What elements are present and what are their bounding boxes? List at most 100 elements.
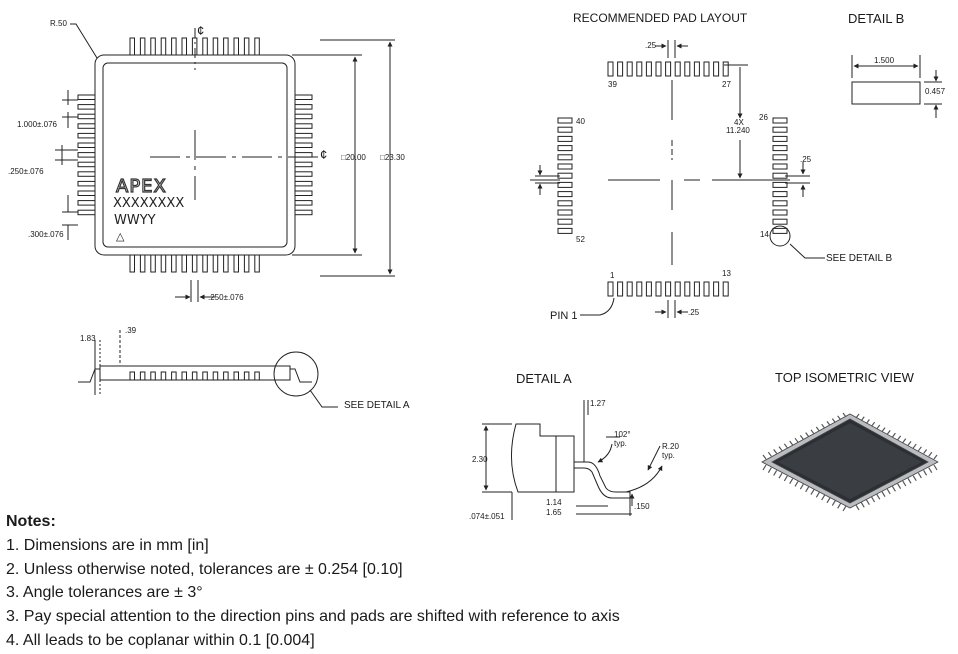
iso-lead — [907, 478, 912, 484]
package-lead — [233, 37, 239, 56]
package-lead — [294, 152, 313, 158]
isometric-chip — [761, 412, 939, 512]
package-lead — [160, 371, 167, 381]
iso-lead — [778, 472, 783, 479]
iso-lead — [876, 494, 881, 500]
package-lead — [233, 254, 239, 273]
iso-lead — [767, 467, 772, 474]
pin-52-label: 52 — [576, 235, 585, 244]
package-lead — [77, 190, 96, 196]
marking-line2: WWYY — [114, 213, 156, 228]
marking-logo: APEX — [115, 176, 167, 197]
iso-lead — [902, 480, 907, 487]
land-pad — [693, 281, 700, 297]
package-lead — [294, 142, 313, 148]
dim-thickness: .150 — [634, 502, 650, 511]
dim-side-standoff: .39 — [125, 326, 137, 335]
package-lead — [294, 180, 313, 187]
package-lead — [233, 371, 239, 381]
iso-lead — [923, 449, 928, 454]
iso-lead — [810, 489, 815, 495]
detail-a-title: DETAIL A — [516, 371, 572, 386]
iso-lead — [821, 494, 826, 501]
dim-radius-note: typ. — [662, 451, 675, 460]
land-pad — [655, 281, 662, 297]
land-pad — [557, 200, 573, 207]
iso-lead — [928, 451, 933, 457]
land-pad — [772, 227, 788, 234]
land-pad — [645, 281, 652, 297]
land-pad — [772, 126, 788, 133]
package-lead — [223, 254, 229, 273]
package-lead — [254, 371, 260, 381]
iso-lead — [876, 424, 881, 430]
package-lead — [254, 254, 260, 273]
land-pad — [557, 135, 573, 142]
iso-lead — [865, 419, 870, 424]
land-pad — [557, 163, 573, 170]
iso-lead — [805, 432, 810, 437]
note-item: 3. Pay special attention to the directio… — [6, 608, 620, 626]
dim-pitch-bottom: .25 — [688, 308, 700, 317]
package-lead — [223, 37, 229, 56]
notes-block: Notes: 1. Dimensions are in mm [in] 2. U… — [6, 510, 620, 653]
iso-lead — [831, 500, 836, 506]
iso-lead — [767, 451, 772, 457]
iso-lead — [799, 483, 804, 490]
land-pad — [557, 126, 573, 133]
package-lead — [294, 161, 313, 168]
dim-foot-2: 1.65 — [546, 508, 562, 517]
iso-lead — [837, 502, 842, 509]
iso-lead — [917, 472, 922, 479]
iso-lead — [881, 491, 886, 497]
package-lead — [294, 200, 313, 206]
dim-radius: R.20 — [662, 442, 679, 451]
pin1-label: PIN 1 — [550, 310, 578, 322]
dim-body: □20.00 — [341, 153, 366, 162]
land-pad — [636, 281, 643, 297]
detail-b-title: DETAIL B — [848, 11, 905, 26]
iso-lead — [789, 440, 794, 446]
land-pad — [684, 281, 691, 297]
land-pad — [645, 61, 652, 77]
isometric-title: TOP ISOMETRIC VIEW — [775, 370, 914, 385]
land-pad — [626, 281, 633, 297]
dim-standoff-detail: .074±.051 — [469, 512, 505, 521]
dim-pitch-left-3: .300±.076 — [28, 230, 64, 239]
land-pad — [772, 117, 788, 124]
land-pad — [772, 200, 788, 207]
iso-lead — [842, 412, 847, 418]
land-pad — [674, 281, 681, 297]
land-pad — [684, 61, 691, 77]
package-lead — [181, 37, 187, 56]
package-lead — [191, 254, 198, 273]
package-lead — [294, 190, 313, 196]
package-lead — [150, 254, 156, 273]
package-lead — [150, 37, 156, 56]
pad-layout — [530, 40, 825, 318]
centerline-symbol-right: ¢ — [320, 147, 328, 162]
package-lead — [294, 209, 313, 216]
package-lead — [139, 37, 146, 56]
iso-lead — [855, 504, 860, 511]
note-item: 3. Angle tolerances are ± 3° — [6, 584, 203, 602]
package-lead — [160, 254, 167, 273]
iso-lead — [886, 488, 891, 495]
package-lead — [77, 171, 96, 177]
land-pad — [772, 172, 788, 179]
iso-lead — [917, 446, 922, 452]
land-pad — [607, 61, 614, 77]
package-lead — [202, 371, 208, 381]
package-lead — [294, 104, 313, 110]
iso-lead — [783, 475, 788, 482]
iso-lead — [891, 486, 896, 492]
iso-lead — [773, 470, 778, 476]
iso-lead — [860, 416, 865, 422]
pin-1-number: 1 — [610, 271, 615, 280]
iso-lead — [794, 481, 799, 487]
package-lead — [160, 37, 167, 56]
pad-layout-title: RECOMMENDED PAD LAYOUT — [573, 11, 748, 25]
iso-lead — [762, 454, 767, 460]
dim-span-count: 4X — [734, 118, 744, 127]
package-lead — [243, 37, 250, 56]
